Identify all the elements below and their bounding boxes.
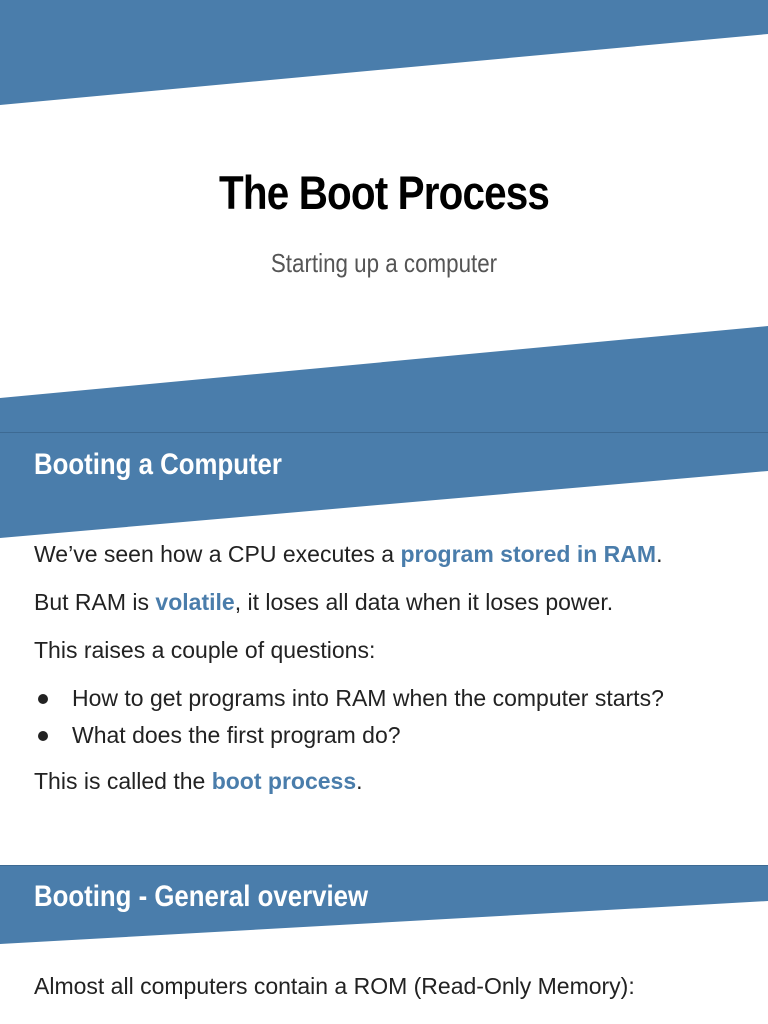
body-line-1: Almost all computers contain a ROM (Read…: [34, 973, 635, 999]
slide-divider: [0, 432, 768, 433]
slide-heading: Booting - General overview: [34, 880, 369, 913]
bullet-icon: [38, 694, 48, 704]
overview-slide: Booting - General overview Almost all co…: [0, 866, 768, 1024]
list-item: How to get programs into RAM when the co…: [34, 684, 664, 721]
slide-divider: [0, 865, 768, 866]
highlight-program-stored-in-ram: program stored in RAM: [400, 541, 657, 567]
page-title: The Boot Process: [219, 166, 550, 219]
list-item: What does the first program do?: [34, 721, 664, 758]
header-band: [0, 433, 768, 538]
bottom-decorative-band: [0, 326, 768, 433]
bullet-icon: [38, 731, 48, 741]
body-line-2: But RAM is volatile, it loses all data w…: [34, 589, 614, 615]
body-line-3: This raises a couple of questions:: [34, 637, 376, 663]
highlight-boot-process: boot process: [211, 768, 357, 794]
booting-slide: Booting a Computer We’ve seen how a CPU …: [0, 433, 768, 866]
header-band: [0, 866, 768, 944]
body-line-1: We’ve seen how a CPU executes a program …: [34, 541, 663, 567]
title-slide: The Boot Process Starting up a computer: [0, 0, 768, 433]
highlight-volatile: volatile: [155, 589, 235, 615]
body-line-4: This is called the boot process.: [34, 768, 363, 794]
slide-heading: Booting a Computer: [34, 448, 282, 481]
question-list: How to get programs into RAM when the co…: [34, 684, 664, 758]
top-decorative-band: [0, 0, 768, 105]
page-subtitle: Starting up a computer: [270, 248, 498, 278]
